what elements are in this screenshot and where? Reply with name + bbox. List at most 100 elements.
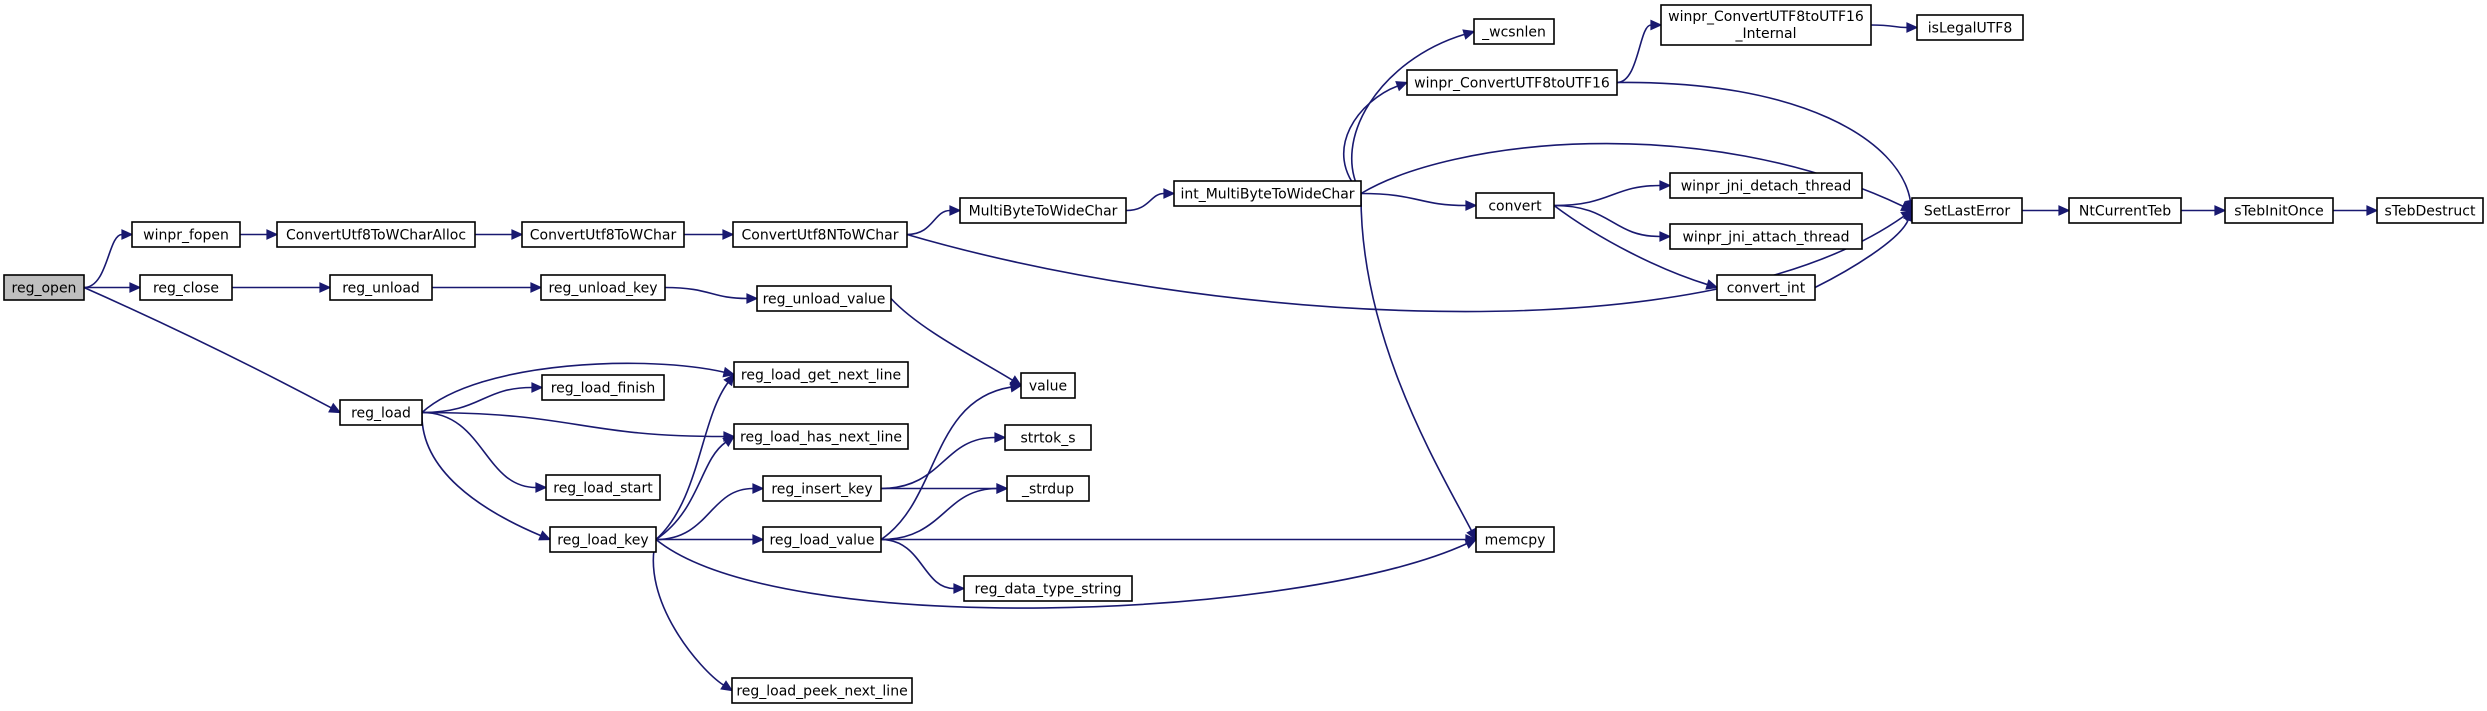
edge-ConvertUtf8NToWChar-to-MultiByteToWideChar <box>906 205 962 236</box>
node-reg-open[interactable]: reg_open <box>3 274 85 301</box>
node-label: reg_load <box>351 406 411 422</box>
node-reg-insert-key[interactable]: reg_insert_key <box>762 475 882 502</box>
node-convert[interactable]: convert <box>1475 192 1555 219</box>
node-reg-load-value[interactable]: reg_load_value <box>762 526 882 553</box>
edge-winpr_fopen-to-ConvertUtf8ToWCharAlloc <box>240 229 279 240</box>
node-reg-unload-value[interactable]: reg_unload_value <box>756 285 892 312</box>
node-box <box>963 575 1133 602</box>
edge-line <box>652 539 725 686</box>
node-label: winpr_ConvertUTF8toUTF16 <box>1414 76 1610 92</box>
node-reg-load[interactable]: reg_load <box>339 399 423 426</box>
edge-reg_unload-to-reg_unload_key <box>432 282 543 293</box>
edge-reg_open-to-reg_close <box>84 282 142 293</box>
arrowhead <box>1705 279 1719 290</box>
node--strdup[interactable]: _strdup <box>1006 475 1090 502</box>
edge-convert-to-winpr_jni_detach_thread <box>1553 180 1672 207</box>
edge-line <box>880 436 996 490</box>
node-box <box>540 274 666 301</box>
edge-line <box>421 412 542 537</box>
arrowhead <box>752 534 765 545</box>
node-multibytetowidechar[interactable]: MultiByteToWideChar <box>959 197 1127 224</box>
node-reg-close[interactable]: reg_close <box>139 274 233 301</box>
node-label: reg_open <box>12 281 77 297</box>
edge-reg_insert_key-to-strtok_s <box>880 432 1007 490</box>
edge-int_MultiByteToWideChar-to-memcpy <box>1360 193 1477 541</box>
node-box <box>131 221 241 248</box>
node-label: reg_close <box>153 281 219 297</box>
node-reg-data-type-string[interactable]: reg_data_type_string <box>963 575 1133 602</box>
node-label: reg_load_peek_next_line <box>736 684 907 700</box>
node-label: convert_int <box>1727 281 1806 297</box>
node-reg-load-get-next-line[interactable]: reg_load_get_next_line <box>733 361 909 388</box>
edge-winpr_ConvertUTF8toUTF16_Internal-to-isLegalUTF8 <box>1870 22 1919 33</box>
node-box <box>1716 274 1816 301</box>
node-reg-load-key[interactable]: reg_load_key <box>549 526 657 553</box>
edge-line <box>906 215 1905 313</box>
node-box <box>733 423 909 450</box>
node-islegalutf8[interactable]: isLegalUTF8 <box>1916 14 2024 41</box>
node-strtok-s[interactable]: strtok_s <box>1004 424 1092 451</box>
node-label: value <box>1029 379 1067 395</box>
edge-line <box>1553 204 1661 238</box>
node-convertutf8towcharalloc[interactable]: ConvertUtf8ToWCharAlloc <box>276 221 476 248</box>
node-winpr-fopen[interactable]: winpr_fopen <box>131 221 241 248</box>
edge-reg_load_key-to-reg_load_has_next_line <box>655 435 736 541</box>
node-value[interactable]: value <box>1020 372 1076 399</box>
node-ntcurrentteb[interactable]: NtCurrentTeb <box>2068 197 2182 224</box>
edge-line <box>655 487 754 541</box>
node-box <box>732 221 908 248</box>
edge-reg_load_value-to-memcpy <box>881 534 1478 545</box>
node-reg-load-has-next-line[interactable]: reg_load_has_next_line <box>733 423 909 450</box>
node-convertutf8ntowchar[interactable]: ConvertUtf8NToWChar <box>732 221 908 248</box>
node-box <box>1669 223 1863 250</box>
node-box <box>1911 197 2023 224</box>
node-box <box>2068 197 2182 224</box>
node-winpr-convertutf8toutf16-internal[interactable]: winpr_ConvertUTF8toUTF16_Internal <box>1660 4 1872 46</box>
edge-reg_load_key-to-reg_load_get_next_line <box>655 373 735 541</box>
edge-reg_load-to-reg_load_finish <box>421 382 544 414</box>
arrowhead <box>746 293 759 304</box>
arrowhead <box>752 483 765 494</box>
node-setlasterror[interactable]: SetLastError <box>1911 197 2023 224</box>
node-reg-load-start[interactable]: reg_load_start <box>545 474 661 501</box>
edge-line <box>1870 24 1908 29</box>
node-stebdestruct[interactable]: sTebDestruct <box>2376 197 2484 224</box>
node--wcsnlen[interactable]: _wcsnlen <box>1473 18 1555 45</box>
node-winpr-convertutf8toutf16[interactable]: winpr_ConvertUTF8toUTF16 <box>1406 69 1618 96</box>
edge-SetLastError-to-NtCurrentTeb <box>2021 205 2071 216</box>
arrowhead <box>722 366 736 378</box>
node-memcpy[interactable]: memcpy <box>1475 526 1555 553</box>
node-label: NtCurrentTeb <box>2079 204 2171 220</box>
arrowhead <box>511 229 524 240</box>
edge-line <box>421 362 725 414</box>
node-box <box>549 526 657 553</box>
node-int-multibytetowidechar[interactable]: int_MultiByteToWideChar <box>1173 180 1362 207</box>
node-label: _strdup <box>1021 482 1074 498</box>
node-box <box>1020 372 1076 399</box>
node-label: reg_load_has_next_line <box>740 430 902 446</box>
node-box <box>762 475 882 502</box>
node-reg-unload-key[interactable]: reg_unload_key <box>540 274 666 301</box>
node-label: reg_unload_value <box>763 292 886 308</box>
arrowhead <box>121 229 134 240</box>
node-label: reg_load_key <box>557 533 648 549</box>
node-label: winpr_jni_attach_thread <box>1682 230 1849 246</box>
node-convert-int[interactable]: convert_int <box>1716 274 1816 301</box>
arrowhead <box>2058 205 2071 216</box>
node-box <box>339 399 423 426</box>
arrowhead <box>1650 19 1663 31</box>
edge-line <box>655 441 727 541</box>
node-reg-load-peek-next-line[interactable]: reg_load_peek_next_line <box>731 677 913 704</box>
arrowhead <box>266 229 279 240</box>
node-winpr-jni-detach-thread[interactable]: winpr_jni_detach_thread <box>1669 172 1863 199</box>
node-reg-unload[interactable]: reg_unload <box>329 274 433 301</box>
arrowhead <box>722 229 735 240</box>
node-winpr-jni-attach-thread[interactable]: winpr_jni_attach_thread <box>1669 223 1863 250</box>
node-convertutf8towchar[interactable]: ConvertUtf8ToWChar <box>521 221 685 248</box>
node-stebinitonce[interactable]: sTebInitOnce <box>2224 197 2334 224</box>
edge-reg_load_key-to-reg_load_peek_next_line <box>652 539 734 692</box>
node-reg-load-finish[interactable]: reg_load_finish <box>541 374 665 401</box>
edge-reg_close-to-reg_unload <box>232 282 332 293</box>
edge-MultiByteToWideChar-to-int_MultiByteToWideChar <box>1125 188 1176 212</box>
